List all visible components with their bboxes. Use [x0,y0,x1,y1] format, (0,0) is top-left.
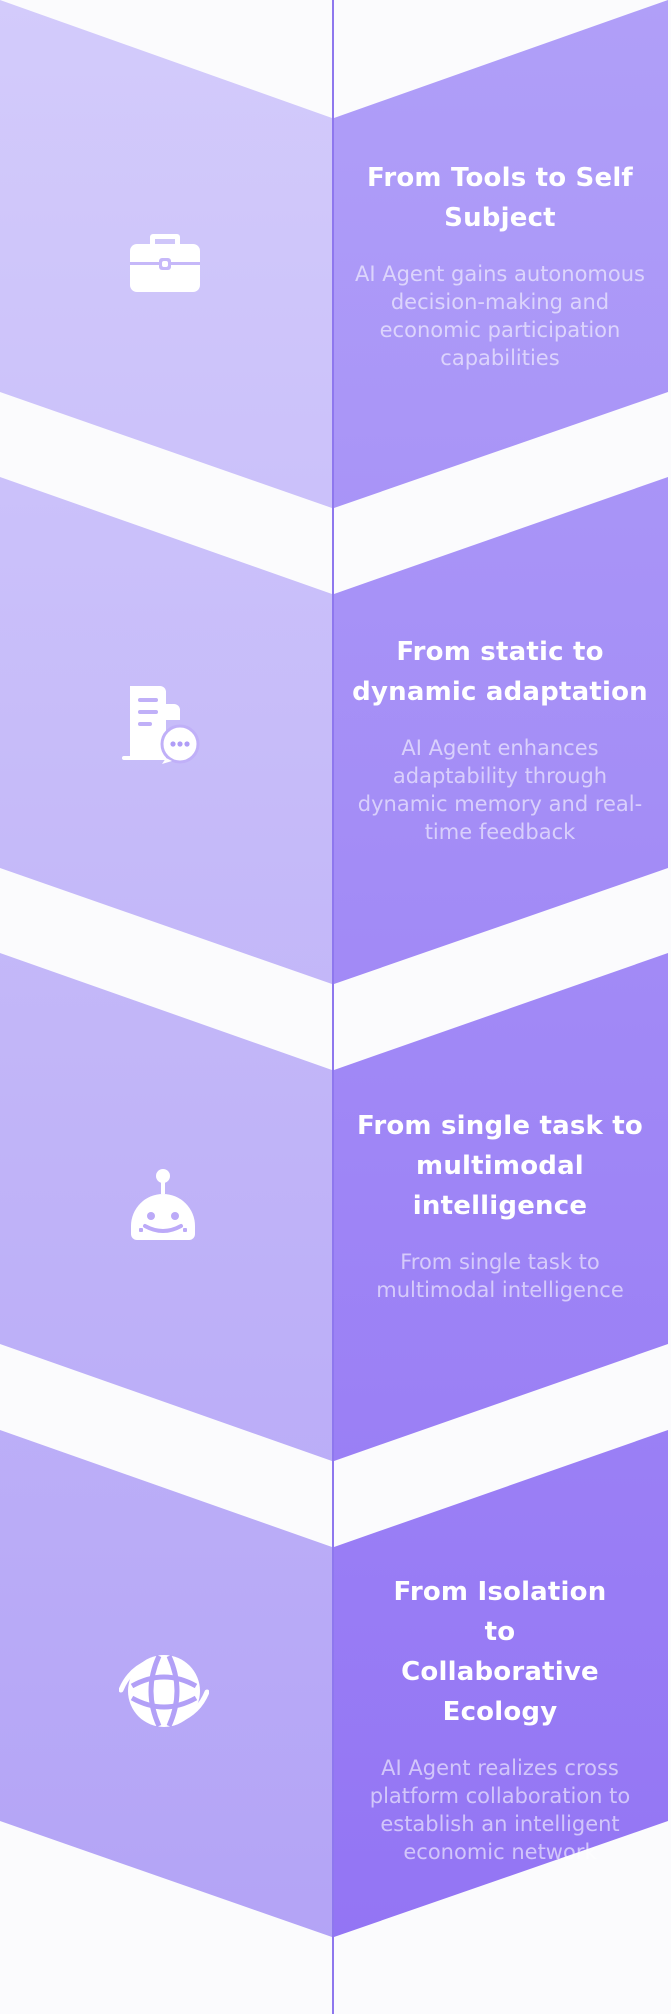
right-chevron-2 [334,477,668,984]
robot-icon [119,1166,209,1256]
step-1-title: From Tools to Self Subject [367,163,633,233]
document-chat-icon [118,680,208,770]
step-4-title: From Isolation to Collaborative Ecology [393,1577,607,1727]
step-1-text: From Tools to Self Subject AI Agent gain… [344,158,656,372]
right-chevron-4 [334,1430,668,1937]
step-3-title: From single task to multimodal intellige… [357,1111,643,1221]
right-chevron-1 [334,0,668,508]
right-chevron-3 [334,953,668,1461]
step-2-title: From static to dynamic adaptation [352,637,648,707]
step-3-description: From single task to multimodal intellige… [376,1250,624,1302]
step-1-description: AI Agent gains autonomous decision-makin… [354,262,645,370]
step-2-text: From static to dynamic adaptation AI Age… [344,632,656,846]
step-4-description: AI Agent realizes cross platform collabo… [369,1756,631,1864]
step-2-description: AI Agent enhances adaptability through d… [357,736,643,844]
globe-network-icon [119,1646,209,1736]
step-4-text: From Isolation to Collaborative Ecology … [344,1572,656,1866]
briefcase-icon [120,214,210,304]
center-line [332,0,334,2014]
step-3-text: From single task to multimodal intellige… [344,1106,656,1304]
